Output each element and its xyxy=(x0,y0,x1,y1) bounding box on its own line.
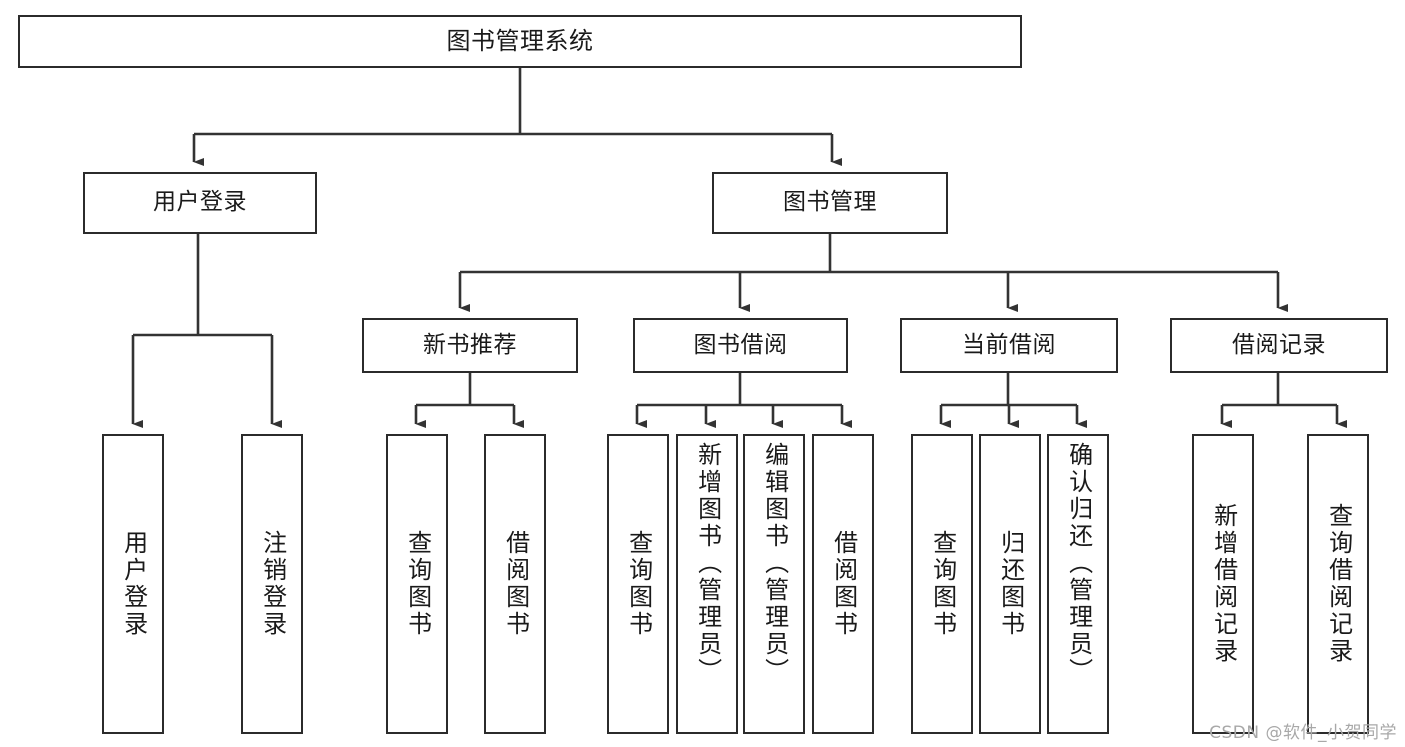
node-label: 借阅图书 xyxy=(829,530,858,638)
node-leaf-logout-login[interactable]: 注销登录 xyxy=(241,434,303,734)
node-current-borrow[interactable]: 当前借阅 xyxy=(900,318,1118,373)
node-user-login[interactable]: 用户登录 xyxy=(83,172,317,234)
node-leaf-add-book-admin[interactable]: 新增图书（管理员） xyxy=(676,434,738,734)
node-leaf-query-book-current[interactable]: 查询图书 xyxy=(911,434,973,734)
node-label: 注销登录 xyxy=(258,530,287,638)
node-borrow-record[interactable]: 借阅记录 xyxy=(1170,318,1388,373)
node-leaf-return-book[interactable]: 归还图书 xyxy=(979,434,1041,734)
node-new-book-recommend[interactable]: 新书推荐 xyxy=(362,318,578,373)
node-leaf-query-book-recommend[interactable]: 查询图书 xyxy=(386,434,448,734)
node-label: 编辑图书（管理员） xyxy=(760,442,789,685)
node-leaf-borrow-book-recommend[interactable]: 借阅图书 xyxy=(484,434,546,734)
node-book-manage[interactable]: 图书管理 xyxy=(712,172,948,234)
node-book-borrow[interactable]: 图书借阅 xyxy=(633,318,848,373)
node-label: 归还图书 xyxy=(996,530,1025,638)
node-label: 图书管理 xyxy=(783,189,877,216)
node-leaf-add-borrow-record[interactable]: 新增借阅记录 xyxy=(1192,434,1254,734)
node-label: 查询图书 xyxy=(624,530,653,638)
node-label: 借阅记录 xyxy=(1232,331,1326,358)
node-label: 借阅图书 xyxy=(501,530,530,638)
node-label: 确认归还（管理员） xyxy=(1064,442,1093,685)
node-root-book-management-system[interactable]: 图书管理系统 xyxy=(18,15,1022,68)
node-label: 新书推荐 xyxy=(423,331,517,358)
node-label: 查询借阅记录 xyxy=(1324,503,1353,665)
node-label: 图书管理系统 xyxy=(446,27,594,56)
node-label: 新增图书（管理员） xyxy=(693,442,722,685)
node-label: 查询图书 xyxy=(928,530,957,638)
node-leaf-borrow-book-borrow[interactable]: 借阅图书 xyxy=(812,434,874,734)
node-label: 查询图书 xyxy=(403,530,432,638)
csdn-watermark: CSDN @软件_小贺同学 xyxy=(1209,723,1397,743)
node-leaf-user-login[interactable]: 用户登录 xyxy=(102,434,164,734)
node-label: 当前借阅 xyxy=(962,331,1056,358)
node-label: 用户登录 xyxy=(153,189,247,216)
node-leaf-query-book-borrow[interactable]: 查询图书 xyxy=(607,434,669,734)
node-label: 用户登录 xyxy=(119,530,148,638)
node-leaf-query-borrow-record[interactable]: 查询借阅记录 xyxy=(1307,434,1369,734)
node-leaf-edit-book-admin[interactable]: 编辑图书（管理员） xyxy=(743,434,805,734)
node-label: 图书借阅 xyxy=(693,331,788,358)
node-label: 新增借阅记录 xyxy=(1209,503,1238,665)
node-leaf-confirm-return-admin[interactable]: 确认归还（管理员） xyxy=(1047,434,1109,734)
